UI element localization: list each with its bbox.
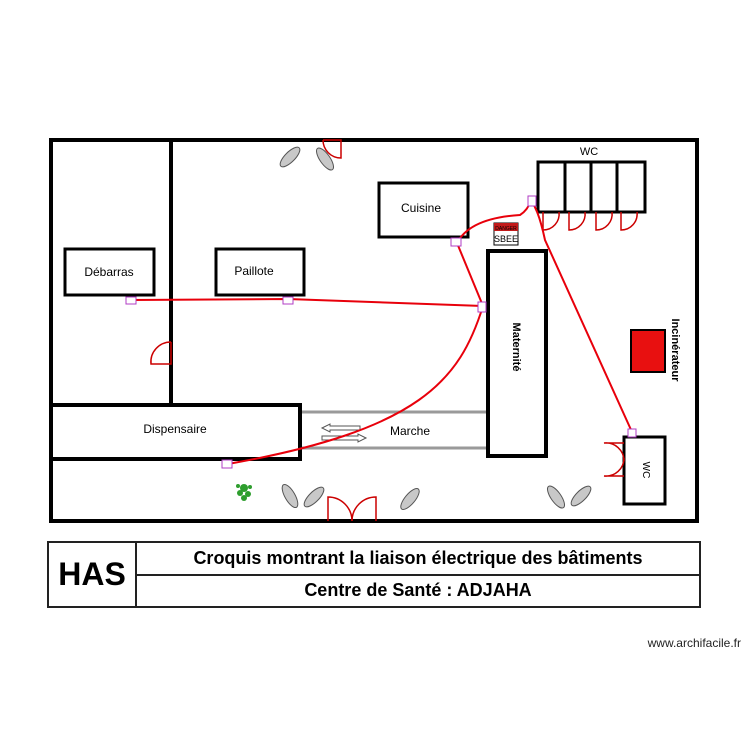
- marche-label: Marche: [390, 424, 430, 438]
- cuisine-label: Cuisine: [401, 201, 441, 215]
- maternite-building: [486, 249, 548, 458]
- footer-credit: www.archifacile.fr: [647, 636, 741, 650]
- wc-top-block: [536, 160, 647, 214]
- title-rows: Croquis montrant la liaison électrique d…: [137, 543, 699, 606]
- incinerateur-label: Incinérateur: [669, 319, 681, 383]
- electric-panel-icon: [493, 222, 519, 246]
- title-main: Croquis montrant la liaison électrique d…: [137, 543, 699, 576]
- debarras-building: [63, 247, 156, 297]
- socket-icon: [221, 459, 233, 469]
- light-fixtures: [279, 146, 592, 510]
- doors: [150, 139, 638, 522]
- socket-icon: [627, 428, 637, 438]
- cuisine-building: [377, 181, 470, 239]
- socket-icon: [477, 301, 487, 313]
- socket-icon: [450, 237, 462, 247]
- walkway-arrow-left: [320, 423, 361, 433]
- light-fixture-icon: [546, 485, 592, 509]
- wire-to-dispensaire: [227, 305, 484, 465]
- door-wc-1: [542, 211, 560, 231]
- wc-right-building: [622, 435, 667, 506]
- door-entrance: [327, 496, 377, 522]
- light-fixture-icon: [279, 146, 335, 171]
- outer-wall: [49, 138, 699, 523]
- paillote-building: [214, 247, 306, 297]
- socket-icon: [125, 296, 137, 305]
- socket-icon: [282, 296, 294, 305]
- sockets: [125, 195, 637, 469]
- title-subtitle: Centre de Santé : ADJAHA: [304, 580, 532, 601]
- door-wc-2: [568, 211, 586, 231]
- debarras-label: Débarras: [84, 265, 133, 279]
- door-top: [322, 139, 342, 159]
- title-abbreviation: HAS: [49, 543, 137, 606]
- wire-debarras-paillote: [130, 297, 484, 307]
- wire-cuisine: [456, 242, 484, 307]
- socket-icon: [527, 195, 537, 207]
- door-debarras-wall: [150, 341, 172, 365]
- door-wc-4: [620, 211, 638, 231]
- paillote-label: Paillote: [234, 264, 274, 278]
- panel-sign-top: DANGER: [495, 226, 517, 232]
- wc-top-label: WC: [580, 146, 598, 158]
- door-wc-right-2: [603, 457, 625, 477]
- plant-icon: [236, 484, 252, 501]
- title-block: HAS Croquis montrant la liaison électriq…: [47, 541, 701, 608]
- light-fixture-icon: [281, 483, 325, 509]
- marche-walkway: [300, 410, 489, 450]
- dispensaire-building: [49, 403, 302, 461]
- door-wc-right-1: [603, 442, 625, 462]
- door-wc-3: [595, 211, 613, 231]
- wc-right-label: WC: [640, 462, 651, 479]
- dispensaire-label: Dispensaire: [143, 422, 207, 436]
- floor-plan: Débarras Paillote Cuisine WC Maternité I…: [49, 138, 699, 523]
- light-fixture-icon: [400, 488, 420, 510]
- maternite-label: Maternité: [510, 323, 522, 372]
- panel-sign-bottom: SBEE: [494, 234, 518, 244]
- incinerator: [630, 329, 666, 373]
